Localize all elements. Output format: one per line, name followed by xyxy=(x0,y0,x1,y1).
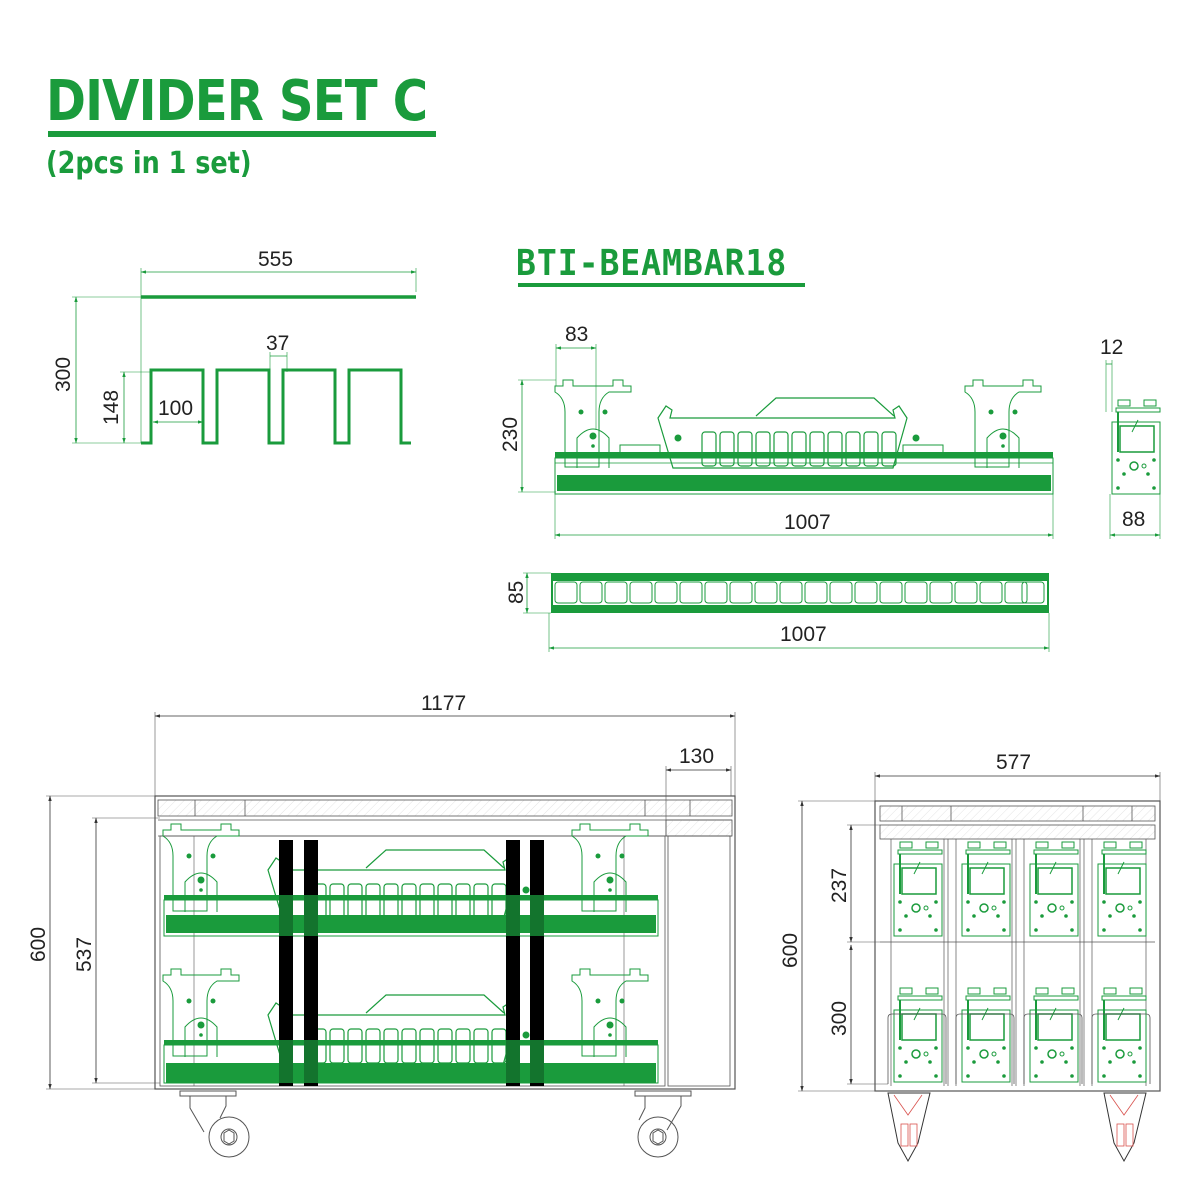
case-front-view: 1177 130 600 537 xyxy=(27,692,736,1158)
model-name: BTI-BEAMBAR18 xyxy=(516,243,788,284)
dim-beambar-length: 1007 xyxy=(784,511,831,534)
dim-lid-section: 130 xyxy=(679,745,714,768)
beambar-top-view: 85 1007 xyxy=(505,572,1050,652)
title-underline xyxy=(48,131,436,137)
dim-top-depth: 85 xyxy=(505,581,528,604)
case-side-view: 577 600 237 300 xyxy=(779,751,1161,1163)
dim-side-thickness: 12 xyxy=(1100,336,1123,359)
caster-side-right xyxy=(1103,1092,1147,1163)
page-subtitle: (2pcs in 1 set) xyxy=(46,146,252,181)
straps xyxy=(279,840,544,1086)
dim-case-inner-height: 537 xyxy=(73,937,96,972)
dim-case-height: 600 xyxy=(27,927,50,962)
dim-side-depth: 88 xyxy=(1122,508,1145,531)
caster-right xyxy=(634,1090,692,1158)
dim-side-case-height: 600 xyxy=(779,933,802,968)
dim-top-length: 1007 xyxy=(780,623,827,646)
dim-height: 300 xyxy=(52,357,75,392)
caster-left xyxy=(179,1090,250,1158)
dim-section-width: 100 xyxy=(158,397,193,420)
dim-slot-width: 37 xyxy=(266,332,289,355)
dim-bracket-offset: 83 xyxy=(565,323,588,346)
dim-case-width: 1177 xyxy=(421,692,466,715)
caster-side-left xyxy=(887,1092,931,1163)
dim-slot-depth: 148 xyxy=(100,390,123,425)
beambar-side-view: 12 88 xyxy=(1100,336,1161,539)
dim-upper-compartment: 237 xyxy=(828,868,851,903)
dim-beambar-height: 230 xyxy=(499,417,522,452)
dim-lower-compartment: 300 xyxy=(828,1001,851,1036)
beambar-front-view: 83 230 1007 xyxy=(499,323,1054,539)
dim-side-case-width: 577 xyxy=(996,751,1031,774)
model-underline xyxy=(518,283,805,287)
divider-drawing: 555 300 148 37 100 xyxy=(52,248,417,445)
page-title: DIVIDER SET C xyxy=(46,69,428,134)
dim-width: 555 xyxy=(258,248,293,271)
